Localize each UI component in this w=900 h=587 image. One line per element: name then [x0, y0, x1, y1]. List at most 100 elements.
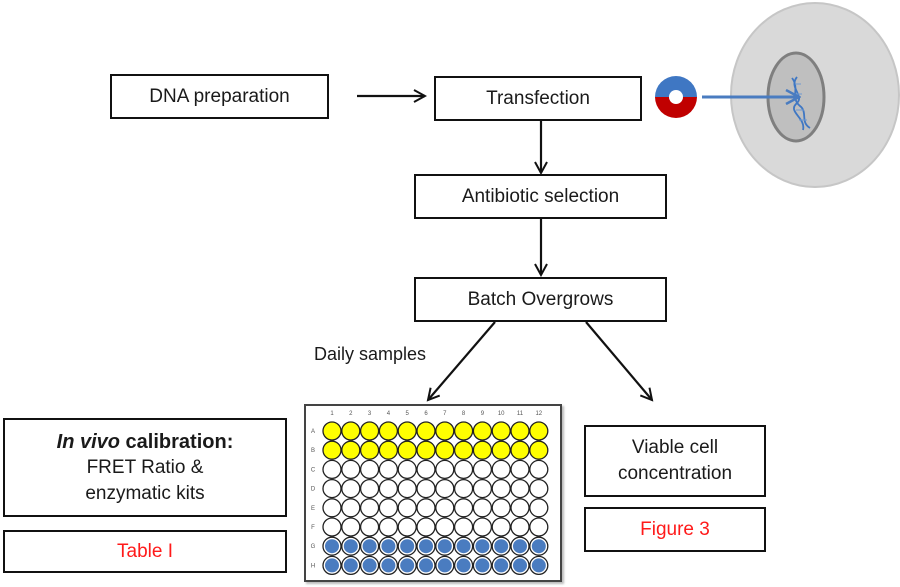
plate-column-label: 5 [406, 411, 410, 417]
plate-well-sample-fill [437, 558, 452, 573]
plate-well-yellow [322, 421, 342, 441]
figure-3-reference: Figure 3 [640, 518, 710, 540]
step-transfection: Transfection [434, 76, 642, 121]
plate-well-empty [529, 478, 549, 499]
plate-column-label: 7 [443, 411, 447, 417]
plate-well-empty [341, 459, 361, 480]
plasmid-icon [655, 76, 697, 118]
plate-well-empty [322, 459, 342, 480]
plate-well-empty [472, 478, 493, 499]
plate-well-empty [341, 517, 361, 537]
plate-well-empty [510, 498, 530, 518]
plate-row-label: B [311, 448, 315, 454]
calibration-line-3: enzymatic kits [85, 482, 205, 504]
step-batch-overgrows-label: Batch Overgrows [467, 288, 614, 310]
plate-well-yellow [359, 440, 380, 460]
plate-well-yellow [341, 421, 361, 441]
plate-well-yellow [453, 421, 474, 441]
step-antibiotic-selection: Antibiotic selection [414, 174, 667, 219]
plate-well-empty [378, 517, 399, 537]
plate-well-sample-fill [343, 558, 358, 573]
plate-well-empty [529, 459, 549, 480]
plate-well-empty [359, 498, 380, 518]
plate-well-empty [472, 498, 493, 518]
plate-well-empty [453, 498, 474, 518]
plate-well-sample-fill [475, 558, 490, 573]
plate-well-empty [491, 478, 511, 499]
plate-well-empty [397, 478, 417, 499]
plate-row-label: A [311, 429, 315, 435]
plate-well-yellow [491, 440, 511, 460]
step-dna-preparation: DNA preparation [110, 74, 329, 119]
edge-label-daily-samples: Daily samples [314, 344, 427, 364]
plate-column-label: 8 [462, 411, 466, 417]
calibration-title-rest: calibration: [120, 430, 234, 453]
plate-well-sample-fill [419, 558, 433, 573]
plate-well-yellow [510, 440, 530, 460]
plate-well-empty [322, 517, 342, 537]
plate-column-label: 1 [330, 411, 334, 417]
plate-well-empty [416, 517, 436, 537]
plate-well-yellow [416, 440, 436, 460]
plate-well-sample-fill [513, 539, 527, 554]
plate-well-empty [491, 498, 511, 518]
plate-well-sample-fill [456, 539, 471, 554]
plate-column-label: 9 [481, 411, 485, 417]
viable-cell-line-1: Viable cell [631, 437, 719, 458]
plate-column-label: 12 [535, 411, 542, 417]
plate-well-yellow [397, 440, 417, 460]
plate-well-sample-fill [437, 539, 452, 554]
output-left-reference: Table I [3, 530, 287, 573]
plate-well-yellow [491, 421, 511, 441]
calibration-title-italic: In vivo [56, 430, 120, 453]
plate-well-sample-fill [381, 558, 396, 573]
plate-well-empty [322, 478, 342, 499]
plate-well-yellow [359, 421, 380, 441]
plate-well-yellow [378, 421, 399, 441]
plate-well-sample-fill [325, 558, 339, 573]
plate-well-empty [416, 459, 436, 480]
plate-well-sample-fill [381, 539, 396, 554]
plate-well-yellow [416, 421, 436, 441]
plate-well-sample-fill [494, 539, 509, 554]
plate-well-empty [510, 459, 530, 480]
calibration-title: In vivo calibration: [57, 429, 234, 455]
plate-well-empty [341, 478, 361, 499]
plate-column-label: 4 [387, 411, 391, 417]
plate-well-empty [491, 459, 511, 480]
plate-well-sample-fill [343, 539, 358, 554]
plate-well-sample-fill [325, 539, 339, 554]
plate-well-sample-fill [419, 539, 433, 554]
plate-well-yellow [529, 421, 549, 441]
plate-well-empty [472, 459, 493, 480]
plate-well-yellow [435, 440, 455, 460]
plate-column-label: 3 [368, 411, 372, 417]
plate-well-sample-fill [400, 558, 415, 573]
arrow-batch-to-plate [428, 321, 496, 400]
plate-well-sample-fill [531, 558, 546, 573]
plate-column-label: 10 [498, 411, 505, 417]
output-in-vivo-calibration: In vivo calibration: FRET Ratio & enzyma… [3, 418, 287, 517]
plate-well-sample-fill [456, 558, 471, 573]
plate-well-sample-fill [362, 558, 377, 573]
step-transfection-label: Transfection [486, 87, 590, 109]
plate-well-empty [453, 478, 474, 499]
plate-row-label: F [311, 525, 315, 531]
plate-well-empty [510, 478, 530, 499]
plate-well-yellow [341, 440, 361, 460]
cell-illustration [730, 2, 900, 188]
plate-well-empty [397, 498, 417, 518]
plate-well-yellow [453, 440, 474, 460]
plate-well-yellow [322, 440, 342, 460]
plate-well-empty [453, 459, 474, 480]
arrow-batch-to-viable-cell [585, 321, 652, 400]
plate-well-empty [435, 517, 455, 537]
plate-well-sample-fill [362, 539, 377, 554]
plate-well-empty [322, 498, 342, 518]
plate-well-yellow [397, 421, 417, 441]
table-i-reference: Table I [117, 540, 173, 562]
plate-well-empty [472, 517, 493, 537]
plate-well-empty [529, 517, 549, 537]
